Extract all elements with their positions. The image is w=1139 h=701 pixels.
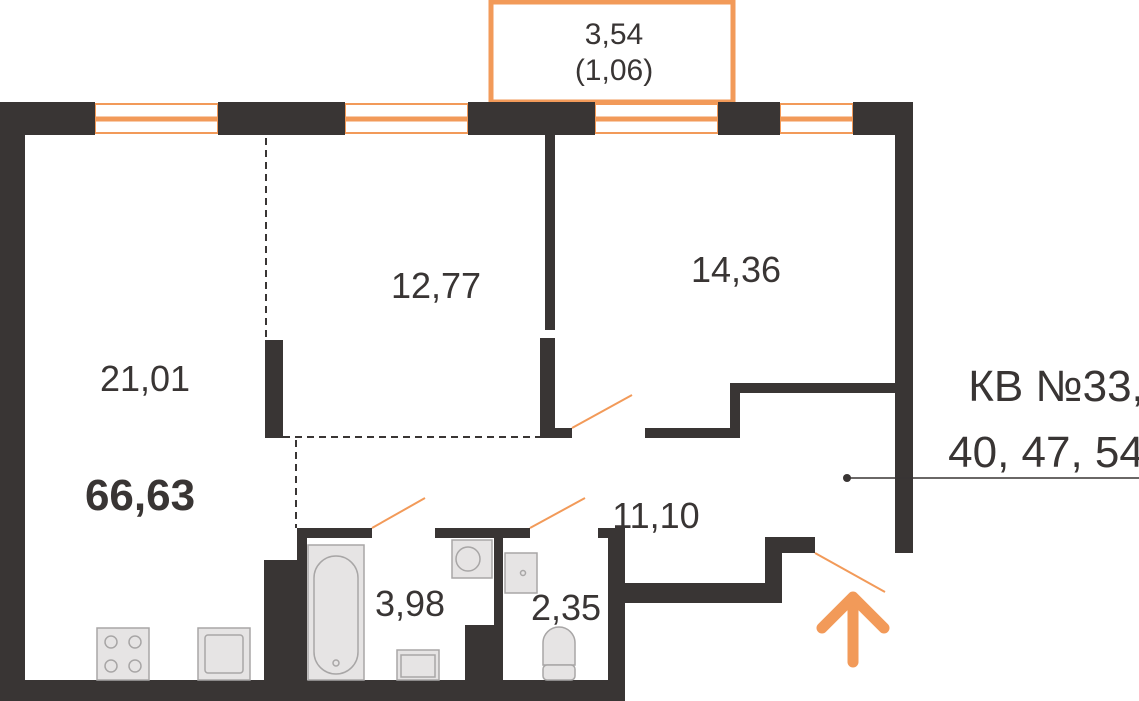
room-area-living: 21,01 (100, 358, 190, 399)
wc-sink-icon (504, 552, 538, 594)
balcony-reduced-area: (1,06) (575, 54, 653, 87)
toilet-icon (542, 626, 576, 681)
balcony-area: 3,54 (585, 18, 643, 51)
door-swings (371, 394, 886, 593)
apartment-number-line1: КВ №33, (968, 362, 1139, 411)
room-area-hallway: 11,10 (612, 495, 699, 536)
entrance-arrow-icon (816, 591, 890, 668)
washing-machine-icon (451, 539, 493, 579)
room-area-bedroom-1: 12,77 (391, 265, 481, 306)
total-area: 66,63 (85, 471, 195, 520)
bathtub-icon (307, 544, 365, 681)
room-area-bathroom: 3,98 (375, 583, 445, 624)
room-area-bedroom-2: 14,36 (691, 249, 781, 290)
washbasin-icon (396, 649, 440, 681)
kitchen-sink-icon (197, 627, 251, 681)
walls (0, 102, 913, 701)
stove-icon (96, 627, 150, 681)
balcony-outline (488, 0, 736, 105)
room-area-toilet: 2,35 (531, 587, 601, 628)
apartment-number-line2: 40, 47, 54 (948, 428, 1139, 477)
